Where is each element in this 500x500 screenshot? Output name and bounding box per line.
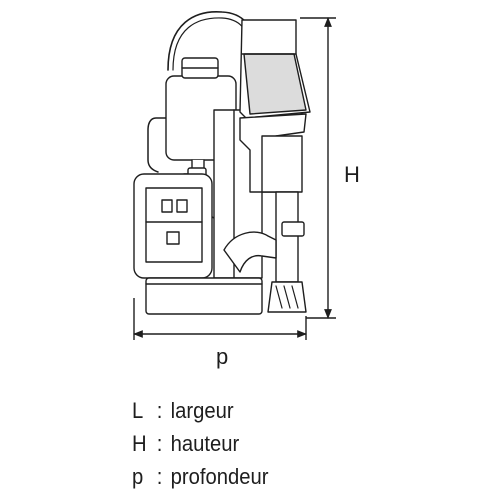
depth-label: p xyxy=(216,344,228,369)
main-switch xyxy=(166,231,180,245)
depth-dimension xyxy=(133,298,307,340)
button-left xyxy=(161,199,173,213)
legend: L: largeur H: hauteur p: profondeur xyxy=(132,394,269,493)
power-cable xyxy=(147,117,171,173)
control-panel xyxy=(145,187,203,263)
legend-separator: : xyxy=(156,431,163,456)
button-right xyxy=(176,199,188,213)
legend-meaning: hauteur xyxy=(170,431,240,456)
spindle-collar xyxy=(281,221,305,237)
support-arm xyxy=(223,231,277,273)
magnetic-drill-illustration xyxy=(133,11,311,315)
legend-item-width: L: largeur xyxy=(132,394,269,427)
height-dimension xyxy=(300,17,336,319)
legend-item-depth: p: profondeur xyxy=(132,460,269,493)
legend-separator: : xyxy=(156,398,163,423)
magnetic-base xyxy=(145,277,263,315)
spindle xyxy=(275,191,299,283)
legend-meaning: largeur xyxy=(170,398,234,423)
cutter-teeth xyxy=(275,285,299,309)
legend-meaning: profondeur xyxy=(170,464,269,489)
height-label: H xyxy=(344,162,360,187)
legend-symbol: H xyxy=(132,431,147,456)
gearbox-lower xyxy=(261,135,303,193)
legend-separator: : xyxy=(156,464,163,489)
legend-item-height: H: hauteur xyxy=(132,427,269,460)
legend-symbol: p xyxy=(132,464,144,489)
legend-symbol: L xyxy=(132,398,144,423)
